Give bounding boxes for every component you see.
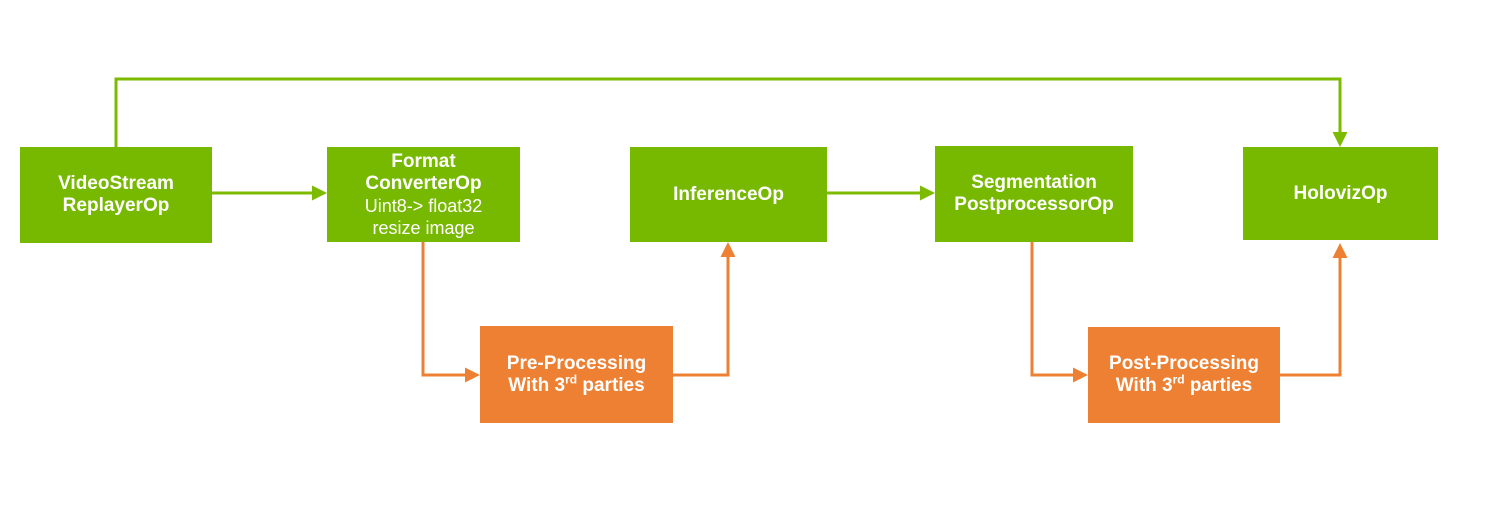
node-format-converter: Format ConverterOp Uint8-> float32 resiz… (327, 147, 520, 242)
node-inference-label: InferenceOp (673, 183, 784, 205)
node-videostream-replayer: VideoStream ReplayerOp (20, 147, 212, 243)
post-processing-line2-post: parties (1184, 375, 1253, 396)
node-inference: InferenceOp (630, 147, 827, 242)
node-post-processing-sublabel: With 3rd parties (1115, 372, 1253, 397)
pre-processing-line2-pre: With 3 (508, 374, 566, 396)
node-pre-processing-label: Pre-Processing (506, 352, 647, 374)
node-holoviz-label: HolovizOp (1293, 182, 1388, 204)
edge-formatconverter-to-preprocessing (421, 242, 480, 383)
post-processing-line2-pre: With 3 (1115, 375, 1173, 396)
node-holoviz: HolovizOp (1243, 147, 1438, 240)
edge-segmentation-to-postprocessing (1030, 242, 1088, 383)
node-pre-processing-sublabel: With 3rd parties (508, 372, 645, 397)
pre-processing-line2-sup: rd (565, 372, 578, 387)
edge-videostream-to-holoviz-feedback (114, 77, 1348, 147)
node-segmentation-postprocessor-label: Segmentation PostprocessorOp (954, 172, 1114, 215)
node-post-processing: Post-Processing With 3rd parties (1088, 327, 1280, 423)
edge-preprocessing-to-inference (673, 242, 736, 377)
edge-postprocessing-to-holoviz (1280, 243, 1348, 377)
node-post-processing-label: Post-Processing (1109, 353, 1259, 374)
node-videostream-replayer-label: VideoStream ReplayerOp (58, 173, 174, 216)
node-format-converter-sublabel: Uint8-> float32 resize image (364, 195, 483, 238)
node-format-converter-label: Format ConverterOp (365, 150, 482, 194)
node-pre-processing: Pre-Processing With 3rd parties (480, 326, 673, 423)
post-processing-line2-sup: rd (1172, 372, 1185, 387)
node-segmentation-postprocessor: Segmentation PostprocessorOp (935, 146, 1133, 242)
pre-processing-line2-post: parties (577, 374, 645, 396)
